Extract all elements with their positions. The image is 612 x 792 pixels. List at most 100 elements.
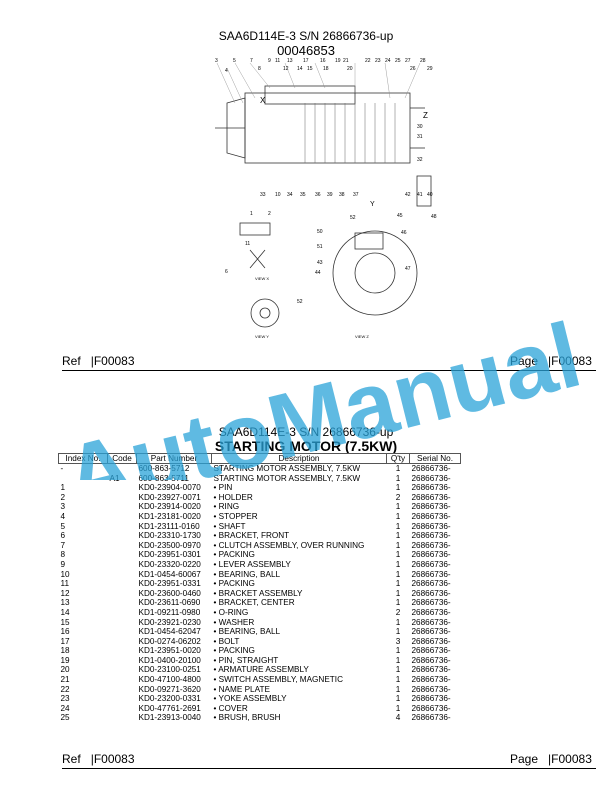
svg-text:5: 5 <box>233 58 236 64</box>
parts-table-header: Index No. Code Part Number Description Q… <box>58 453 461 464</box>
cell-qty: 1 <box>395 531 401 541</box>
cell-code <box>108 570 137 580</box>
solenoid-body <box>264 85 356 105</box>
svg-text:8: 8 <box>258 66 261 72</box>
cell-qty: 1 <box>395 655 401 665</box>
cell-part-number: KD0-0274-06202 <box>138 636 201 646</box>
cell-part-number: KD0-23320-0220 <box>138 559 201 569</box>
cell-part-number: KD0-23310-1730 <box>138 531 201 541</box>
cell-part-number: KD1-23913-0040 <box>138 713 201 723</box>
cell-part-number: KD0-23100-0251 <box>138 665 201 675</box>
cell-part-number: KD0-23914-0020 <box>138 502 201 512</box>
svg-text:18: 18 <box>323 66 329 72</box>
svg-text:11: 11 <box>275 58 280 64</box>
page-word: Page <box>510 752 539 766</box>
svg-text:11: 11 <box>245 241 250 247</box>
svg-text:10: 10 <box>275 192 281 198</box>
cell-part-number: KD1-0400-20100 <box>138 655 201 665</box>
cell-code <box>108 694 137 704</box>
divider <box>62 768 596 769</box>
front-bracket <box>226 97 246 159</box>
svg-text:34: 34 <box>287 192 293 198</box>
cell-serial: 26866736- <box>411 579 451 589</box>
cell-serial: 26866736- <box>411 473 451 483</box>
cell-serial: 26866736- <box>411 598 451 608</box>
cell-code <box>108 522 137 532</box>
cell-index: 14 <box>60 607 70 617</box>
cell-serial: 26866736- <box>411 607 451 617</box>
view-x-label: VIEW X <box>255 276 269 281</box>
cell-code <box>108 675 137 685</box>
cell-description: • PACKING <box>213 579 255 589</box>
cell-qty: 2 <box>395 607 401 617</box>
cell-qty: 1 <box>395 473 401 483</box>
cell-index: 12 <box>60 588 70 598</box>
cell-description: • HOLDER <box>213 492 253 502</box>
svg-text:4: 4 <box>225 68 228 74</box>
cell-qty: 1 <box>395 646 401 656</box>
cell-part-number: KD1-09211-0980 <box>138 607 201 617</box>
cell-qty: 1 <box>395 617 401 627</box>
model-serial-heading: SAA6D114E-3 S/N 26866736-up <box>218 29 394 43</box>
cell-index <box>59 474 108 484</box>
svg-text:3: 3 <box>215 58 218 64</box>
svg-text:26: 26 <box>410 66 416 72</box>
ref-word: Ref <box>62 752 81 766</box>
cell-part-number: KD0-23927-0071 <box>138 492 201 502</box>
cell-part-number: KD0-23951-0301 <box>138 550 201 560</box>
cell-qty: 1 <box>395 703 401 713</box>
end-cover-view-z <box>332 230 418 316</box>
svg-text:13: 13 <box>287 58 293 64</box>
cell-serial: 26866736- <box>411 540 451 550</box>
page-label-top: Page |F00083 <box>510 354 592 368</box>
cell-code <box>108 550 137 560</box>
svg-text:24: 24 <box>385 58 391 64</box>
svg-text:44: 44 <box>315 270 321 276</box>
cell-index: 6 <box>60 531 66 541</box>
cell-serial: 26866736- <box>411 703 451 713</box>
cell-part-number: KD0-23921-0230 <box>138 617 201 627</box>
parts-section-title: STARTING MOTOR (7.5KW) <box>214 438 398 454</box>
cell-code <box>108 598 137 608</box>
cell-description: • NAME PLATE <box>213 684 270 694</box>
col-qty: Q'ty <box>386 453 410 464</box>
cell-part-number: KD1-23181-0020 <box>138 511 201 521</box>
cell-qty: 1 <box>395 627 401 637</box>
ref-word: Ref <box>62 354 81 368</box>
svg-text:51: 51 <box>317 244 323 250</box>
cell-serial: 26866736- <box>411 464 451 473</box>
cell-serial: 26866736- <box>411 646 451 656</box>
divider <box>62 370 596 371</box>
cell-index: 16 <box>60 627 70 637</box>
cell-description: STARTING MOTOR ASSEMBLY, 7.5KW <box>213 473 361 483</box>
svg-text:50: 50 <box>317 229 323 235</box>
svg-text:36: 36 <box>315 192 321 198</box>
cell-part-number: KD0-23904-0070 <box>138 483 201 493</box>
cell-serial: 26866736- <box>411 559 451 569</box>
ref-code: |F00083 <box>90 752 135 766</box>
svg-text:41: 41 <box>417 192 423 198</box>
cell-part-number: KD0-47100-4800 <box>138 675 201 685</box>
cell-index: 20 <box>60 665 70 675</box>
cell-code <box>108 579 137 589</box>
cell-description: • STOPPER <box>213 511 258 521</box>
cell-description: • BEARING, BALL <box>213 627 281 637</box>
cell-index: 15 <box>60 617 70 627</box>
cell-serial: 26866736- <box>411 483 451 493</box>
cell-qty: 1 <box>395 675 401 685</box>
cell-qty: 2 <box>395 492 401 502</box>
page-code: |F00083 <box>548 752 592 766</box>
svg-text:16: 16 <box>320 58 326 64</box>
cell-description: • PACKING <box>213 646 255 656</box>
